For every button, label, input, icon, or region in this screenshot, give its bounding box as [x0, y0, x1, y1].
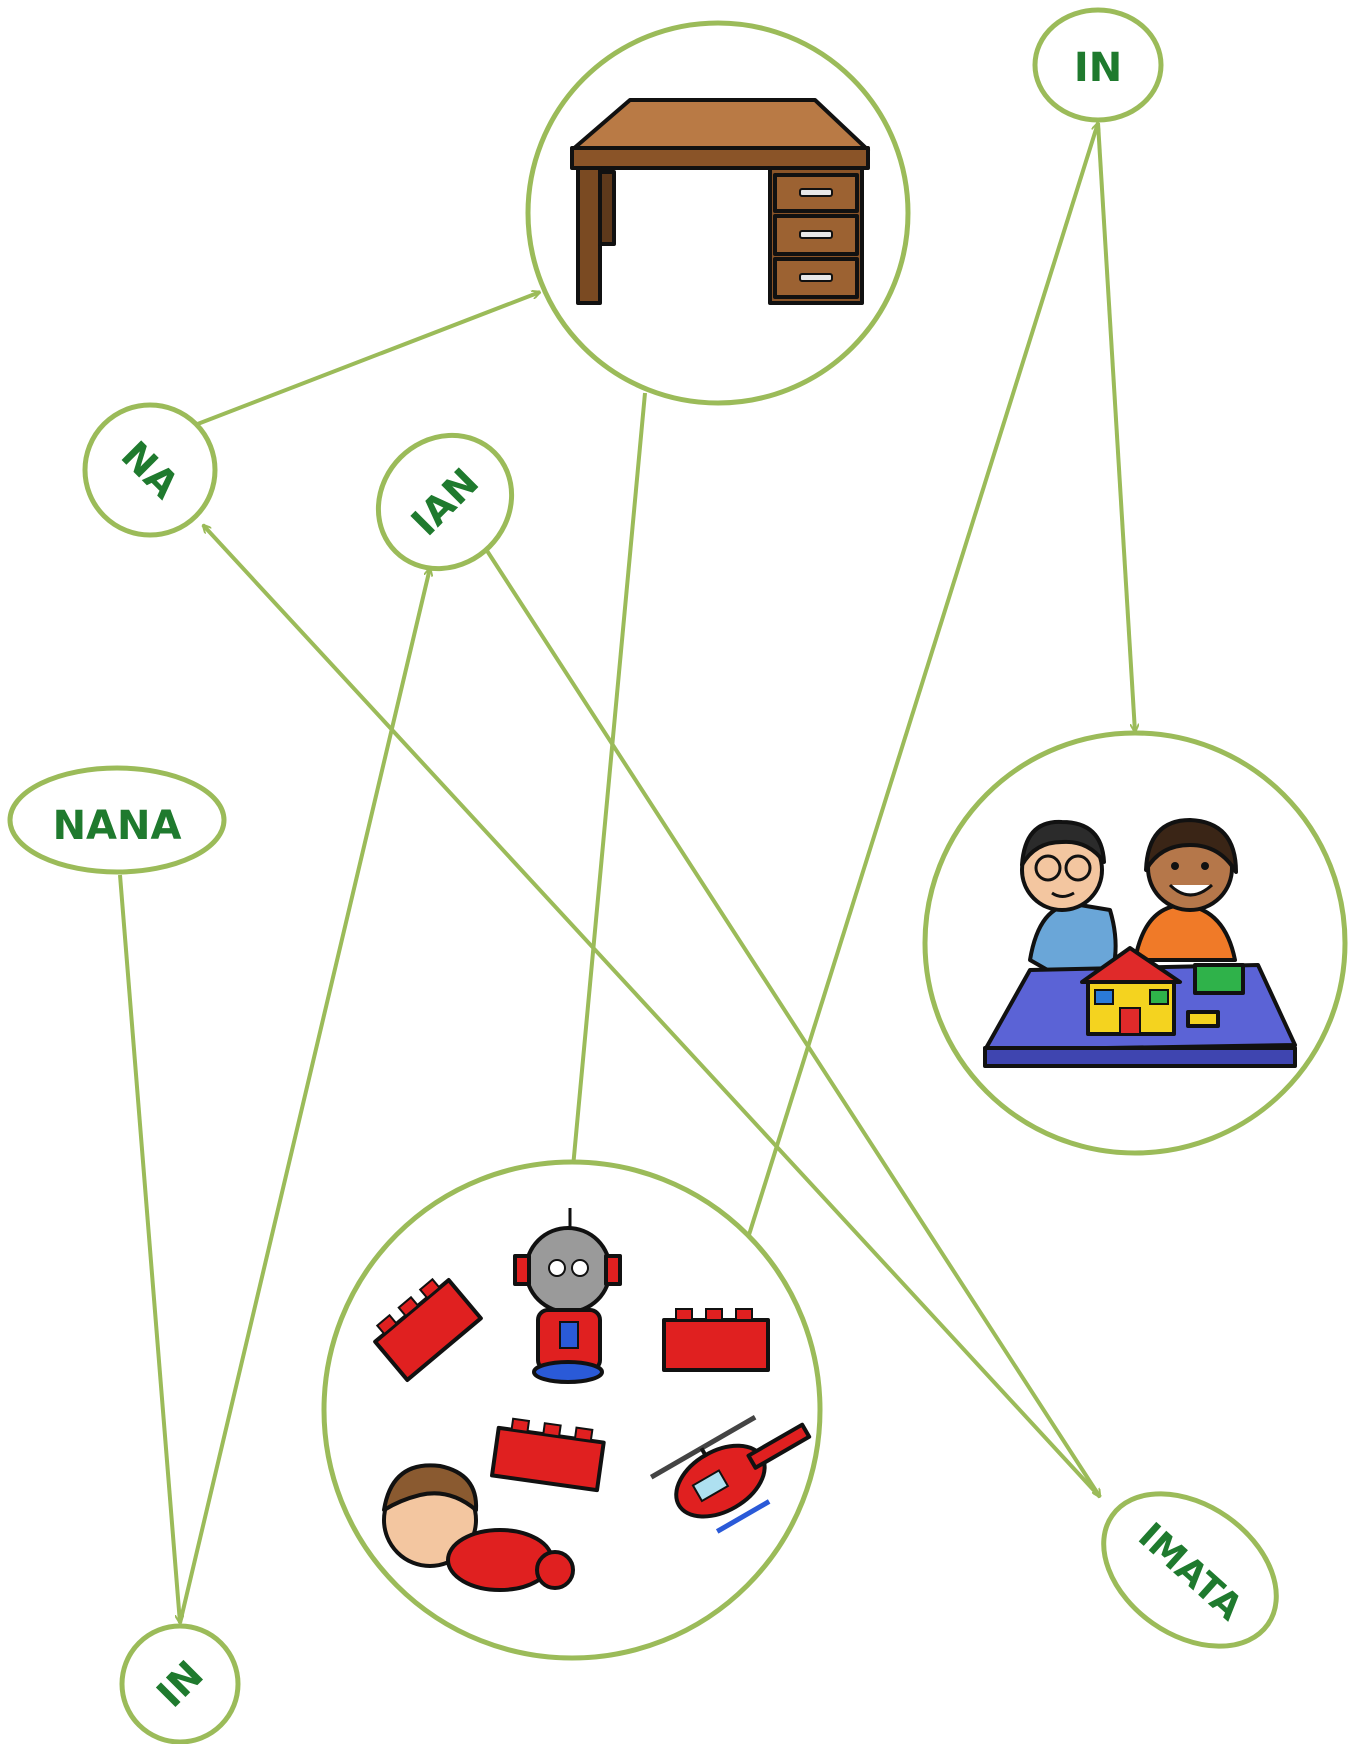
desk-illustration	[570, 98, 870, 305]
connector-arrows	[118, 122, 1135, 1624]
arrow-imata-to-na	[203, 525, 1102, 1499]
word-node-na: NA	[82, 402, 218, 538]
picture-node-desk	[525, 20, 911, 406]
arrow-nana-to-in-bottom	[118, 874, 180, 1623]
arrow-in-top-to-children	[1096, 122, 1135, 732]
in-top-ellipse	[1032, 7, 1164, 123]
arrow-desk-to-toys	[572, 392, 647, 1178]
imata-ellipse	[1101, 1491, 1279, 1649]
word-node-imata: IMATA	[1101, 1491, 1279, 1649]
arrow-in-bottom-to-ian	[178, 568, 430, 1624]
nana-ellipse	[7, 765, 227, 875]
arrow-toys-to-in-top	[746, 123, 1098, 1239]
picture-node-children	[922, 730, 1348, 1156]
word-node-nana: NANA	[7, 765, 227, 875]
children-building-blocks-illustration	[983, 818, 1297, 1068]
picture-node-toys	[321, 1159, 823, 1661]
children-circle	[922, 730, 1348, 1156]
nana-label: NANA	[53, 803, 182, 849]
word-node-ian: IAN	[375, 432, 515, 572]
toys-illustration	[373, 1208, 812, 1592]
arrow-ian-to-imata	[480, 541, 1102, 1497]
arrow-na-to-desk	[194, 292, 540, 427]
in-bottom-ellipse	[119, 1623, 241, 1744]
ian-ellipse	[375, 432, 515, 572]
word-node-in-bottom: IN	[119, 1623, 241, 1744]
na-ellipse	[82, 402, 218, 538]
in-top-label: IN	[1074, 45, 1122, 91]
word-node-in-top: IN	[1032, 7, 1164, 123]
